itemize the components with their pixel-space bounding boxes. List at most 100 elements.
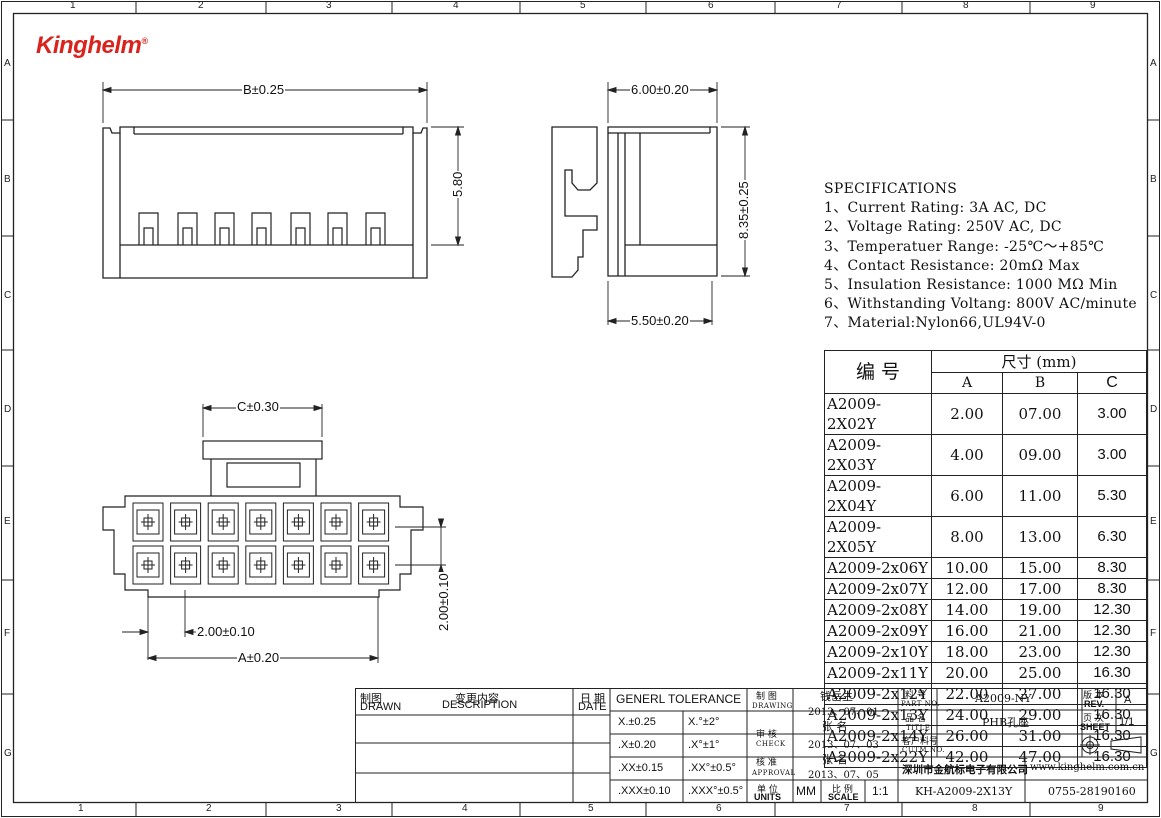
spec-item: 1、Current Rating: 3A AC, DC [824, 200, 1047, 217]
part-cell-code: A2009-2X04Y [824, 475, 932, 517]
dim-pitch-vertical: 2.00±0.10 [436, 572, 451, 632]
spec-item: 3、Temperatuer Range: -25℃～+85℃ [824, 238, 1105, 255]
part-cell-a: 2.00 [931, 393, 1003, 435]
drawing-date: 2013、07、01 [808, 707, 879, 718]
units-en: UNITS [754, 792, 781, 802]
tol-linear-2: .XX±0.15 [618, 762, 664, 774]
tol-linear-0: X.±0.25 [618, 716, 656, 728]
tol-linear-1: .X±0.20 [618, 739, 656, 751]
contact-cavity [170, 502, 202, 542]
contact-cavity [207, 545, 239, 585]
zone-row-c: C [4, 290, 12, 301]
dim-a: A±0.20 [237, 650, 281, 665]
header-size: 尺寸 (mm) [931, 350, 1147, 373]
specifications-title: SPECIFICATIONS [824, 181, 958, 197]
zone-col-4: 4 [453, 0, 459, 11]
header-col-a: A [931, 372, 1003, 394]
description-en: DESCRIPTION [442, 699, 518, 711]
tol-angular-1: .X°±1° [688, 739, 720, 751]
part-cell-code: A2009-2x08Y [824, 599, 932, 621]
rev-en: REV. [1084, 699, 1105, 709]
kinghelm-logo: Kinghelm® [36, 32, 148, 60]
part-cell-b: 09.00 [1002, 434, 1078, 476]
customer-no-cn: 客户料号 [902, 737, 939, 747]
zone-col-5-bottom: 5 [588, 803, 594, 814]
company-website: www.kinghelm.com.cn [1030, 762, 1145, 773]
zone-col-8: 8 [963, 0, 969, 11]
dim-pitch-horizontal: 2.00±0.10 [196, 624, 256, 639]
part-cell-a: 12.00 [931, 578, 1003, 600]
part-cell-c: 6.30 [1077, 516, 1147, 558]
part-cell-code: A2009-2x10Y [824, 641, 932, 663]
contact-cavity [282, 502, 314, 542]
header-col-b: B [1002, 372, 1078, 394]
scale-cn: 比 例 [832, 785, 853, 795]
scale-value: 1:1 [872, 784, 889, 798]
drawing-en: DRAWING [752, 702, 793, 710]
drawn-cn: 制图 [360, 693, 382, 705]
part-cell-b: 07.00 [1002, 393, 1078, 435]
part-cell-code: A2009-2X02Y [824, 393, 932, 435]
date-cn: 日 期 [580, 693, 606, 705]
rev-cn: 版 本 [1083, 691, 1104, 701]
zone-col-1-bottom: 1 [78, 803, 84, 814]
dim-width-550: 5.50±0.20 [630, 313, 690, 328]
header-col-c: C [1077, 372, 1147, 394]
check-cn: 审 核 [756, 730, 777, 740]
zone-row-g: G [4, 748, 12, 759]
part-cell-c: 12.30 [1077, 641, 1147, 663]
spec-item: 7、Material:Nylon66,UL94V-0 [824, 315, 1046, 332]
approval-cn: 核 准 [756, 758, 777, 768]
part-cell-b: 23.00 [1002, 641, 1078, 663]
part-cell-b: 25.00 [1002, 662, 1078, 684]
zone-row-a: A [4, 58, 11, 69]
zone-row-f-right: F [1150, 628, 1157, 639]
zone-col-9: 9 [1090, 0, 1096, 11]
zone-row-e-right: E [1150, 516, 1157, 527]
sheet-en: SHEET [1080, 722, 1111, 732]
part-cell-code: A2009-2x11Y [824, 662, 932, 684]
contact-cavity [282, 545, 314, 585]
tol-angular-2: .XX°±0.5° [688, 762, 736, 774]
part-cell-a: 16.00 [931, 620, 1003, 642]
dim-c: C±0.30 [236, 399, 280, 414]
partno-en: PART NO. [901, 700, 940, 708]
spec-item: 5、Insulation Resistance: 1000 MΩ Min [824, 277, 1118, 294]
brand-name: Kinghelm [36, 32, 142, 59]
part-cell-a: 18.00 [931, 641, 1003, 663]
registered-mark: ® [141, 36, 148, 46]
partno-cn: 料 号 [905, 691, 926, 701]
title-block-grid [355, 688, 1148, 803]
part-cell-a: 14.00 [931, 599, 1003, 621]
projection-symbol-icon [1080, 735, 1142, 755]
zone-row-g-right: G [1150, 748, 1158, 759]
zone-col-2: 2 [198, 0, 204, 11]
spec-item: 4、Contact Resistance: 20mΩ Max [824, 257, 1080, 274]
zone-col-7: 7 [836, 0, 842, 11]
part-cell-b: 21.00 [1002, 620, 1078, 642]
company-name: 深圳市金航标电子有限公司 [902, 764, 1028, 776]
part-cell-c: 16.30 [1077, 725, 1147, 747]
units-value: MM [796, 784, 816, 798]
zone-col-2-bottom: 2 [206, 803, 212, 814]
contact-cavity [358, 502, 390, 542]
dim-height-580: 5.80 [450, 170, 465, 198]
part-cell-c: 8.30 [1077, 578, 1147, 600]
drawn-en: DRAWN [360, 701, 402, 713]
part-cell-c: 3.00 [1077, 434, 1147, 476]
zone-col-6: 6 [708, 0, 714, 11]
zone-col-6-bottom: 6 [716, 803, 722, 814]
zone-col-7-bottom: 7 [844, 803, 850, 814]
part-cell-c: 12.30 [1077, 599, 1147, 621]
part-cell-code: A2009-2X03Y [824, 434, 932, 476]
drawing-cn: 制 图 [756, 692, 777, 702]
